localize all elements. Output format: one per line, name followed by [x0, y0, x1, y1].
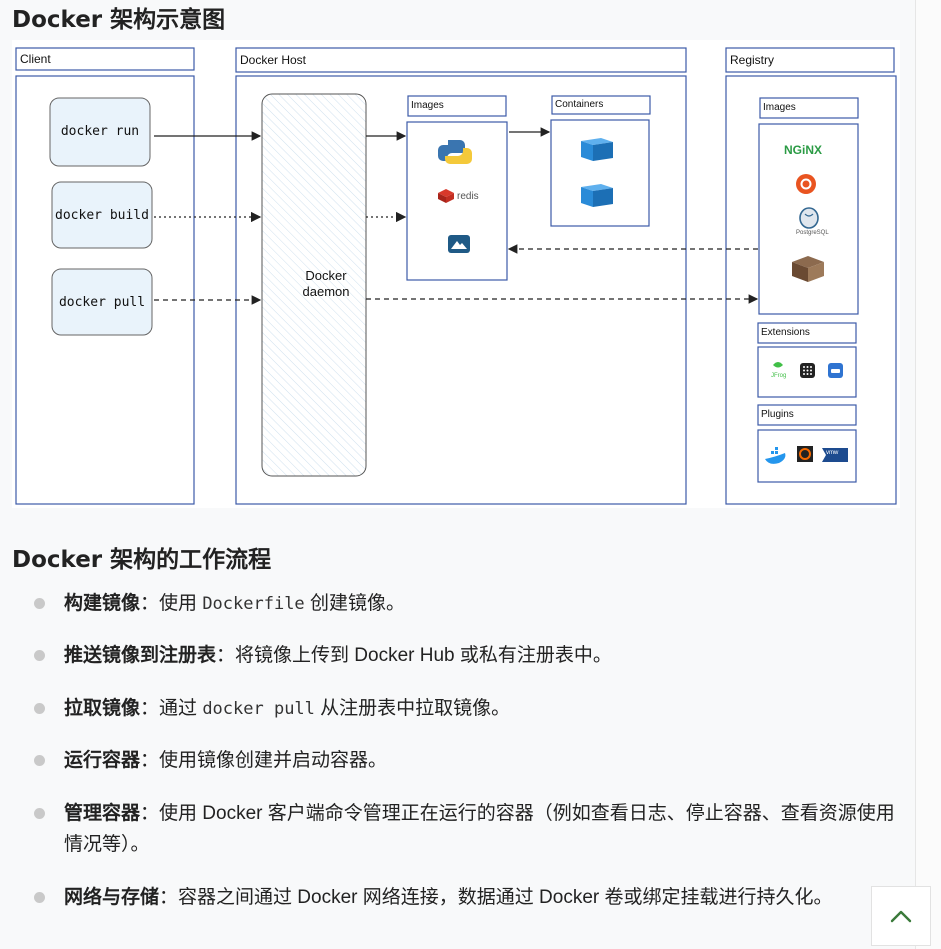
bullet-icon — [34, 650, 45, 661]
step-code: docker pull — [202, 699, 315, 719]
diagram-svg — [15, 47, 897, 505]
registry-images-label-box — [759, 97, 859, 119]
chevron-up-icon — [890, 910, 912, 923]
docker-pull-box — [51, 268, 153, 336]
step-separator: ： — [159, 887, 179, 908]
bullet-icon — [34, 598, 45, 609]
vmware-icon — [822, 448, 848, 462]
registry-label: Registry — [730, 53, 775, 67]
jfrog-icon — [773, 362, 783, 368]
mountain-logo-icon — [448, 235, 470, 253]
containers-label: Containers — [555, 99, 604, 110]
step-text: 使用 — [159, 593, 203, 614]
package-box-icon — [792, 256, 824, 282]
step-code: Dockerfile — [202, 594, 305, 614]
postgresql-logo-text: PostgreSQL — [796, 230, 829, 236]
list-item: 拉取镜像：通过 docker pull 从注册表中拉取镜像。 — [34, 693, 904, 725]
step-title: 网络与存储 — [64, 887, 160, 908]
section-title-workflow: Docker 架构的工作流程 — [12, 547, 272, 573]
vmware-logo-text: vmw — [826, 450, 839, 456]
daemon-label-line1: Docker — [305, 268, 347, 283]
ubuntu-icon — [796, 174, 816, 194]
step-text-after: 创建镜像。 — [304, 593, 405, 614]
redis-label: redis — [457, 191, 479, 202]
postgresql-icon — [799, 207, 819, 229]
back-to-top-button[interactable] — [871, 886, 931, 946]
containers-box — [550, 119, 650, 227]
step-separator: ： — [140, 698, 160, 719]
list-item: 管理容器：使用 Docker 客户端命令管理正在运行的容器（例如查看日志、停止容… — [34, 798, 904, 860]
host-images-label-box — [407, 95, 507, 117]
list-item: 推送镜像到注册表：将镜像上传到 Docker Hub 或私有注册表中。 — [34, 640, 904, 671]
redis-icon — [438, 189, 454, 203]
docker-host-label: Docker Host — [240, 53, 307, 67]
plugins-label: Plugins — [761, 409, 794, 420]
docker-run-command: docker run — [60, 124, 140, 139]
containers-label-box — [551, 95, 651, 115]
step-title: 推送镜像到注册表 — [64, 645, 217, 666]
drive-icon — [828, 363, 843, 378]
bullet-icon — [34, 892, 45, 903]
step-separator: ： — [140, 803, 160, 824]
step-separator: ： — [140, 750, 160, 771]
docker-architecture-diagram: Client Docker Host Registry docker run d… — [12, 40, 900, 508]
nginx-logo-text: NGiNX — [784, 143, 823, 157]
bullet-icon — [34, 755, 45, 766]
step-title: 运行容器 — [64, 750, 141, 771]
docker-daemon-label: Docker daemon — [274, 268, 378, 300]
plugins-label-box — [757, 404, 857, 426]
host-images-label: Images — [411, 100, 444, 111]
container-icon-1 — [581, 138, 613, 161]
step-separator: ： — [216, 645, 236, 666]
step-text-after: 从注册表中拉取镜像。 — [314, 698, 511, 719]
docker-pull-command: docker pull — [58, 295, 146, 310]
step-separator: ： — [140, 593, 160, 614]
page-scrollbar-track[interactable] — [915, 0, 941, 949]
step-text: 通过 — [159, 698, 203, 719]
grid-dots-icon — [800, 363, 815, 378]
step-text: 使用镜像创建并启动容器。 — [159, 750, 388, 771]
step-title: 管理容器 — [64, 803, 141, 824]
step-title: 构建镜像 — [64, 593, 141, 614]
extensions-label: Extensions — [761, 327, 810, 338]
step-text: 容器之间通过 Docker 网络连接，数据通过 Docker 卷或绑定挂载进行持… — [178, 887, 833, 908]
section-title-architecture: Docker 架构示意图 — [12, 7, 226, 33]
docker-build-command: docker build — [55, 208, 149, 223]
list-item: 运行容器：使用镜像创建并启动容器。 — [34, 745, 904, 776]
grafana-icon — [797, 446, 813, 462]
docker-build-box — [51, 181, 153, 249]
registry-images-label: Images — [763, 102, 796, 113]
step-text: 将镜像上传到 Docker Hub 或私有注册表中。 — [235, 645, 612, 666]
docker-daemon-box — [261, 93, 367, 477]
step-title: 拉取镜像 — [64, 698, 141, 719]
host-label-box — [235, 47, 687, 73]
client-label: Client — [20, 52, 51, 66]
daemon-label-line2: daemon — [302, 284, 350, 299]
docker-run-box — [49, 97, 151, 167]
client-label-box — [15, 47, 195, 71]
container-icon-2 — [581, 184, 613, 207]
bullet-icon — [34, 808, 45, 819]
step-text: 使用 Docker 客户端命令管理正在运行的容器（例如查看日志、停止容器、查看资… — [64, 803, 895, 855]
docker-whale-icon — [765, 447, 786, 464]
list-item: 构建镜像：使用 Dockerfile 创建镜像。 — [34, 588, 904, 620]
python-icon — [438, 140, 472, 164]
list-item: 网络与存储：容器之间通过 Docker 网络连接，数据通过 Docker 卷或绑… — [34, 882, 904, 913]
extensions-label-box — [757, 322, 857, 344]
jfrog-logo-text: JFrog — [771, 373, 787, 379]
bullet-icon — [34, 703, 45, 714]
registry-label-box — [725, 47, 895, 73]
